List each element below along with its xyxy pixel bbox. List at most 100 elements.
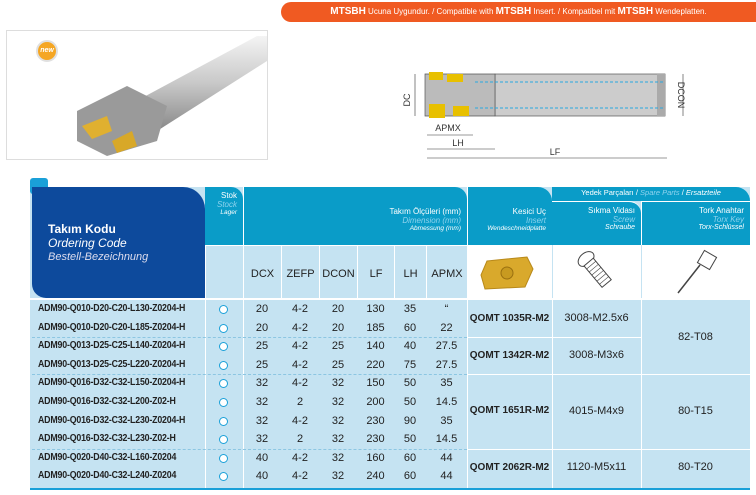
table-bottom-border <box>30 488 750 490</box>
ordering-code: ADM90-Q013-D25-C25-L220-Z0204-H <box>38 358 186 370</box>
insert-code[interactable]: QOMT 1035R-M2 <box>469 313 550 324</box>
column-header-lh: LH <box>394 245 426 298</box>
insert-image <box>467 245 552 298</box>
cell-zefp: 2 <box>296 433 304 446</box>
cell-dcon: 32 <box>331 470 345 483</box>
ordering-code: ADM90-Q013-D25-C25-L140-Z0204-H <box>38 340 186 352</box>
cell-dcx: 25 <box>255 358 269 371</box>
cell-apmx: 35 <box>440 414 453 427</box>
cell-lf: 230 <box>366 433 385 446</box>
cell-dcx: 20 <box>255 321 269 334</box>
ordering-code: ADM90-Q020-D40-C32-L240-Z0204 <box>38 470 177 482</box>
group-divider <box>32 374 467 376</box>
stock-indicator-icon <box>219 342 228 352</box>
torx-key-code[interactable]: 80-T20 <box>678 460 713 473</box>
cell-apmx: 14.5 <box>435 396 458 408</box>
screw-image <box>553 245 641 298</box>
cell-lh: 35 <box>403 303 417 315</box>
svg-text:DCON: DCON <box>676 82 686 109</box>
torx-key-code[interactable]: 82-T08 <box>678 331 713 343</box>
cell-lf: 160 <box>366 451 385 464</box>
insert-code[interactable]: QOMT 2062R-M2 <box>469 461 550 473</box>
cell-apmx: 35 <box>440 377 453 390</box>
cell-zefp: 4-2 <box>292 377 308 390</box>
cell-dcon: 32 <box>331 433 345 446</box>
cell-dcx: 20 <box>255 303 269 315</box>
cell-dcx: 32 <box>255 377 269 390</box>
spare-parts-header: Yedek Parçaları / Spare Parts / Ersatzte… <box>552 187 750 201</box>
column-header-lf: LF <box>357 245 394 298</box>
cell-dcon: 32 <box>331 451 345 464</box>
cell-zefp: 4-2 <box>292 358 308 371</box>
compatibility-banner: MTSBH Ucuna Uygundur. / Compatible with … <box>281 2 756 22</box>
column-header-zefp: ZEFP <box>281 245 319 298</box>
cell-dcon: 20 <box>331 303 345 315</box>
svg-text:APMX: APMX <box>435 123 461 133</box>
row-divider <box>467 448 641 450</box>
column-header-dcx: DCX <box>243 245 281 298</box>
dimension-header: Takım Ölçüleri (mm)Dimension (mm)Abmessu… <box>243 187 467 245</box>
header-divider <box>30 298 750 300</box>
row-divider <box>467 374 641 376</box>
stock-indicator-icon <box>219 360 228 370</box>
column-header-apmx: APMX <box>426 245 467 298</box>
stock-indicator-icon <box>219 435 228 445</box>
column-divider <box>467 298 468 488</box>
ordering-code: ADM90-Q010-D20-C20-L130-Z0204-H <box>38 303 186 314</box>
screw-code[interactable]: 3008-M3x6 <box>568 349 625 362</box>
screw-code[interactable]: 3008-M2.5x6 <box>564 312 629 324</box>
table-row[interactable]: ADM90-Q016-D32-C32-L230-Z02-H 32 2 32 230 50 1… <box>30 430 467 449</box>
cell-lh: 40 <box>403 340 417 353</box>
screw-code[interactable]: 1120-M5x11 <box>566 460 627 473</box>
cell-lh: 75 <box>403 358 417 371</box>
cell-lh: 60 <box>403 470 417 483</box>
cell-dcx: 32 <box>255 396 269 408</box>
svg-text:DC: DC <box>402 93 412 106</box>
cell-lf: 240 <box>366 470 385 483</box>
stock-indicator-icon <box>219 416 228 426</box>
cell-apmx: 27.5 <box>435 340 458 353</box>
cell-lh: 60 <box>403 451 417 464</box>
screw-code[interactable]: 4015-M4x9 <box>568 405 625 418</box>
cell-apmx: 22 <box>440 321 453 334</box>
ordering-code: ADM90-Q016-D32-C32-L230-Z02-H <box>38 433 176 445</box>
product-photo <box>6 30 268 160</box>
ordering-code: ADM90-Q016-D32-C32-L230-Z0204-H <box>38 414 186 426</box>
column-header-dcon: DCON <box>319 245 357 298</box>
ordering-code: ADM90-Q020-D40-C32-L160-Z0204 <box>38 451 177 463</box>
cell-zefp: 4-2 <box>292 470 308 483</box>
insert-code[interactable]: QOMT 1651R-M2 <box>469 405 550 417</box>
cell-zefp: 4-2 <box>292 414 308 427</box>
cell-dcx: 32 <box>255 433 269 446</box>
cell-lf: 230 <box>366 414 385 427</box>
cell-dcx: 40 <box>255 451 269 464</box>
cell-zefp: 4-2 <box>292 321 308 334</box>
ordering-code: ADM90-Q010-D20-C20-L185-Z0204-H <box>38 321 186 333</box>
cell-lh: 50 <box>403 433 417 446</box>
cell-lf: 200 <box>366 396 385 408</box>
cell-dcx: 25 <box>255 340 269 353</box>
torx-key-code[interactable]: 80-T15 <box>678 405 713 418</box>
cell-apmx: 14.5 <box>435 433 458 446</box>
cell-lh: 60 <box>403 321 417 334</box>
insert-code[interactable]: QOMT 1342R-M2 <box>469 350 550 362</box>
cell-dcon: 25 <box>331 358 345 371</box>
cell-dcon: 32 <box>331 414 345 427</box>
cell-apmx: 27.5 <box>435 358 458 371</box>
technical-drawing: DC DCON APMX LH LF <box>385 50 695 160</box>
cell-lh: 90 <box>403 414 417 427</box>
new-badge: new <box>36 40 58 62</box>
group-divider <box>32 448 467 450</box>
cell-dcon: 32 <box>331 396 345 408</box>
